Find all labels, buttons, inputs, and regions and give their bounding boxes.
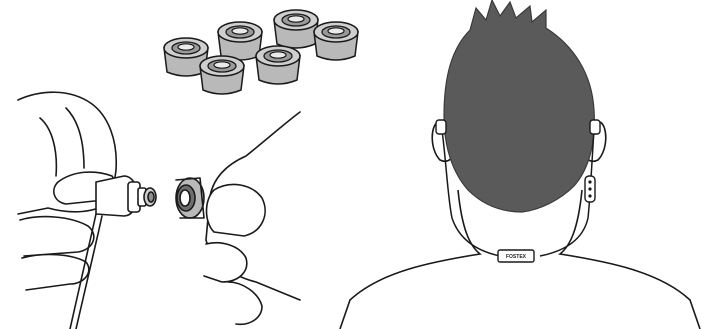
- eartip-large-1: [273, 9, 319, 49]
- brand-label: FOSTEX: [506, 254, 527, 260]
- eartip-medium-1: [217, 21, 263, 61]
- left-hand-with-earphone: [17, 91, 157, 329]
- eartip-small-2: [199, 55, 245, 95]
- eartip-medium-2: [255, 45, 301, 85]
- neck-clip-icon: [497, 249, 535, 263]
- person-wearing-earphones: FOSTEX: [339, 0, 701, 329]
- eartip-large-2: [313, 21, 359, 61]
- eartip-set: [163, 9, 359, 95]
- right-hand-with-eartip: [175, 111, 301, 326]
